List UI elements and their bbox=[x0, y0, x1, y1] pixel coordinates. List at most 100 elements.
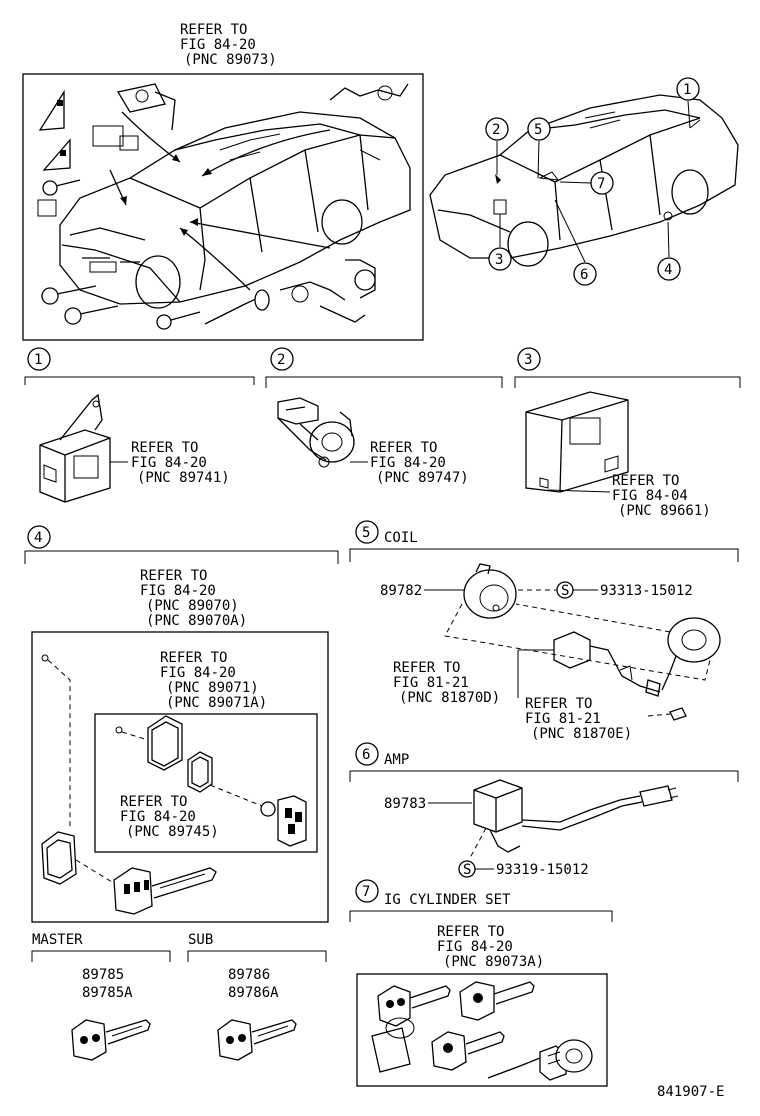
svg-text:(PNC 89071): (PNC 89071) bbox=[166, 680, 259, 696]
section-4: 4 REFER TO FIG 84-20 (PNC 89070) (PNC 89… bbox=[24, 525, 339, 923]
section-6: 6 AMP 89783 S 93319-15012 bbox=[349, 742, 739, 878]
coil-harness-icon bbox=[553, 617, 721, 721]
svg-text:89782: 89782 bbox=[380, 583, 422, 599]
svg-text:FIG 84-20: FIG 84-20 bbox=[131, 455, 207, 471]
callout-3: 3 bbox=[488, 247, 512, 271]
svg-text:93319-15012: 93319-15012 bbox=[496, 862, 589, 878]
callout-5: 5 bbox=[527, 117, 551, 141]
svg-text:5: 5 bbox=[362, 525, 370, 541]
svg-text:89785A: 89785A bbox=[82, 985, 133, 1001]
section-3: 3 REFER TO FIG 84-04 (PNC 89661) bbox=[514, 347, 741, 519]
svg-text:93313-15012: 93313-15012 bbox=[600, 583, 693, 599]
ecu-module-icon bbox=[525, 391, 629, 493]
figure-code: 841907-E bbox=[657, 1084, 724, 1100]
master-key-icon bbox=[71, 1019, 151, 1061]
svg-text:(PNC 89070): (PNC 89070) bbox=[146, 598, 239, 614]
section1-ref: REFER TO FIG 84-20 (PNC 89741) bbox=[131, 440, 230, 486]
svg-text:COIL: COIL bbox=[384, 530, 418, 546]
svg-text:(PNC 89073A): (PNC 89073A) bbox=[443, 954, 544, 970]
callout-4: 4 bbox=[657, 257, 681, 281]
svg-text:6: 6 bbox=[580, 267, 588, 283]
svg-text:SUB: SUB bbox=[188, 932, 213, 948]
svg-text:(PNC 89661): (PNC 89661) bbox=[618, 503, 711, 519]
svg-text:7: 7 bbox=[362, 884, 370, 900]
svg-text:AMP: AMP bbox=[384, 752, 409, 768]
svg-text:REFER TO: REFER TO bbox=[437, 924, 504, 940]
svg-text:FIG 84-20: FIG 84-20 bbox=[180, 37, 256, 53]
section3-ref: REFER TO FIG 84-04 (PNC 89661) bbox=[612, 473, 711, 519]
svg-text:2: 2 bbox=[492, 122, 500, 138]
svg-text:4: 4 bbox=[664, 262, 672, 278]
callout-2: 2 bbox=[485, 117, 509, 141]
svg-text:FIG 84-20: FIG 84-20 bbox=[160, 665, 236, 681]
svg-text:(PNC 81870D): (PNC 81870D) bbox=[399, 690, 500, 706]
section-7: 7 IG CYLINDER SET REFER TO FIG 84-20 (PN… bbox=[349, 879, 613, 1087]
section5-ref-a: REFER TO FIG 81-21 (PNC 81870D) bbox=[393, 660, 500, 706]
svg-text:3: 3 bbox=[495, 252, 503, 268]
car-illustration-left bbox=[59, 111, 411, 309]
key-parts-left bbox=[37, 83, 409, 330]
svg-text:4: 4 bbox=[34, 530, 42, 546]
svg-text:1: 1 bbox=[683, 82, 691, 98]
svg-text:REFER TO: REFER TO bbox=[160, 650, 227, 666]
sub-key-icon bbox=[217, 1019, 297, 1061]
top-reference-label: REFER TO FIG 84-20 (PNC 89073) bbox=[180, 22, 277, 68]
svg-text:(PNC 89073): (PNC 89073) bbox=[184, 52, 277, 68]
callout-1: 1 bbox=[676, 77, 700, 101]
svg-text:REFER TO: REFER TO bbox=[140, 568, 207, 584]
svg-text:3: 3 bbox=[524, 352, 532, 368]
svg-text:FIG 84-20: FIG 84-20 bbox=[437, 939, 513, 955]
svg-text:S: S bbox=[463, 862, 471, 878]
coil-ring-icon bbox=[463, 563, 517, 619]
section-1: 1 REFER TO FIG 84-20 (PNC 89741) bbox=[24, 347, 255, 503]
svg-text:89786A: 89786A bbox=[228, 985, 279, 1001]
svg-text:(PNC 89071A): (PNC 89071A) bbox=[166, 695, 267, 711]
svg-text:S: S bbox=[561, 583, 569, 599]
svg-text:2: 2 bbox=[277, 352, 285, 368]
svg-text:(PNC 89747): (PNC 89747) bbox=[376, 470, 469, 486]
callout-6: 6 bbox=[573, 262, 597, 286]
svg-text:REFER TO: REFER TO bbox=[612, 473, 679, 489]
svg-text:MASTER: MASTER bbox=[32, 932, 83, 948]
section-5: 5 COIL 89782 S 93313-15012 bbox=[349, 520, 739, 742]
svg-text:REFER TO: REFER TO bbox=[120, 794, 187, 810]
overview-left-box bbox=[22, 73, 424, 341]
svg-text:REFER TO: REFER TO bbox=[180, 22, 247, 38]
svg-text:1: 1 bbox=[34, 352, 42, 368]
svg-text:5: 5 bbox=[534, 122, 542, 138]
svg-text:REFER TO: REFER TO bbox=[525, 696, 592, 712]
master-key-section: MASTER 89785 89785A bbox=[31, 932, 171, 1061]
callout-7: 7 bbox=[590, 171, 614, 195]
s-symbol-5: S bbox=[556, 581, 574, 599]
svg-text:(PNC 81870E): (PNC 81870E) bbox=[531, 726, 632, 742]
svg-text:FIG 84-04: FIG 84-04 bbox=[612, 488, 688, 504]
svg-text:REFER TO: REFER TO bbox=[370, 440, 437, 456]
svg-text:(PNC 89745): (PNC 89745) bbox=[126, 824, 219, 840]
sub-key-section: SUB 89786 89786A bbox=[187, 932, 327, 1061]
svg-text:FIG 81-21: FIG 81-21 bbox=[393, 675, 469, 691]
svg-text:(PNC 89070A): (PNC 89070A) bbox=[146, 613, 247, 629]
svg-text:FIG 84-20: FIG 84-20 bbox=[370, 455, 446, 471]
svg-text:FIG 81-21: FIG 81-21 bbox=[525, 711, 601, 727]
svg-text:7: 7 bbox=[597, 176, 605, 192]
s-symbol-6: S bbox=[458, 860, 476, 878]
key-shell-parts bbox=[41, 654, 307, 915]
svg-text:REFER TO: REFER TO bbox=[393, 660, 460, 676]
transponder-ecu-icon bbox=[39, 393, 111, 503]
svg-text:89783: 89783 bbox=[384, 796, 426, 812]
section4-ref-outer: REFER TO FIG 84-20 (PNC 89070) (PNC 8907… bbox=[140, 568, 247, 629]
transponder-key-amplifier-icon bbox=[277, 397, 355, 468]
svg-text:(PNC 89741): (PNC 89741) bbox=[137, 470, 230, 486]
section5-ref-b: REFER TO FIG 81-21 (PNC 81870E) bbox=[525, 696, 632, 742]
section-2: 2 REFER TO FIG 84-20 (PNC 89747) bbox=[265, 347, 503, 486]
svg-text:6: 6 bbox=[362, 747, 370, 763]
amplifier-icon bbox=[473, 779, 679, 853]
overview-right-car: 1 2 5 7 3 6 4 bbox=[429, 77, 739, 286]
ig-cylinder-set-icon bbox=[371, 981, 593, 1081]
section4-ref-mid: REFER TO FIG 84-20 (PNC 89071) (PNC 8907… bbox=[160, 650, 267, 711]
svg-text:89786: 89786 bbox=[228, 967, 270, 983]
svg-text:IG CYLINDER SET: IG CYLINDER SET bbox=[384, 892, 511, 908]
svg-text:FIG 84-20: FIG 84-20 bbox=[140, 583, 216, 599]
svg-text:FIG 84-20: FIG 84-20 bbox=[120, 809, 196, 825]
